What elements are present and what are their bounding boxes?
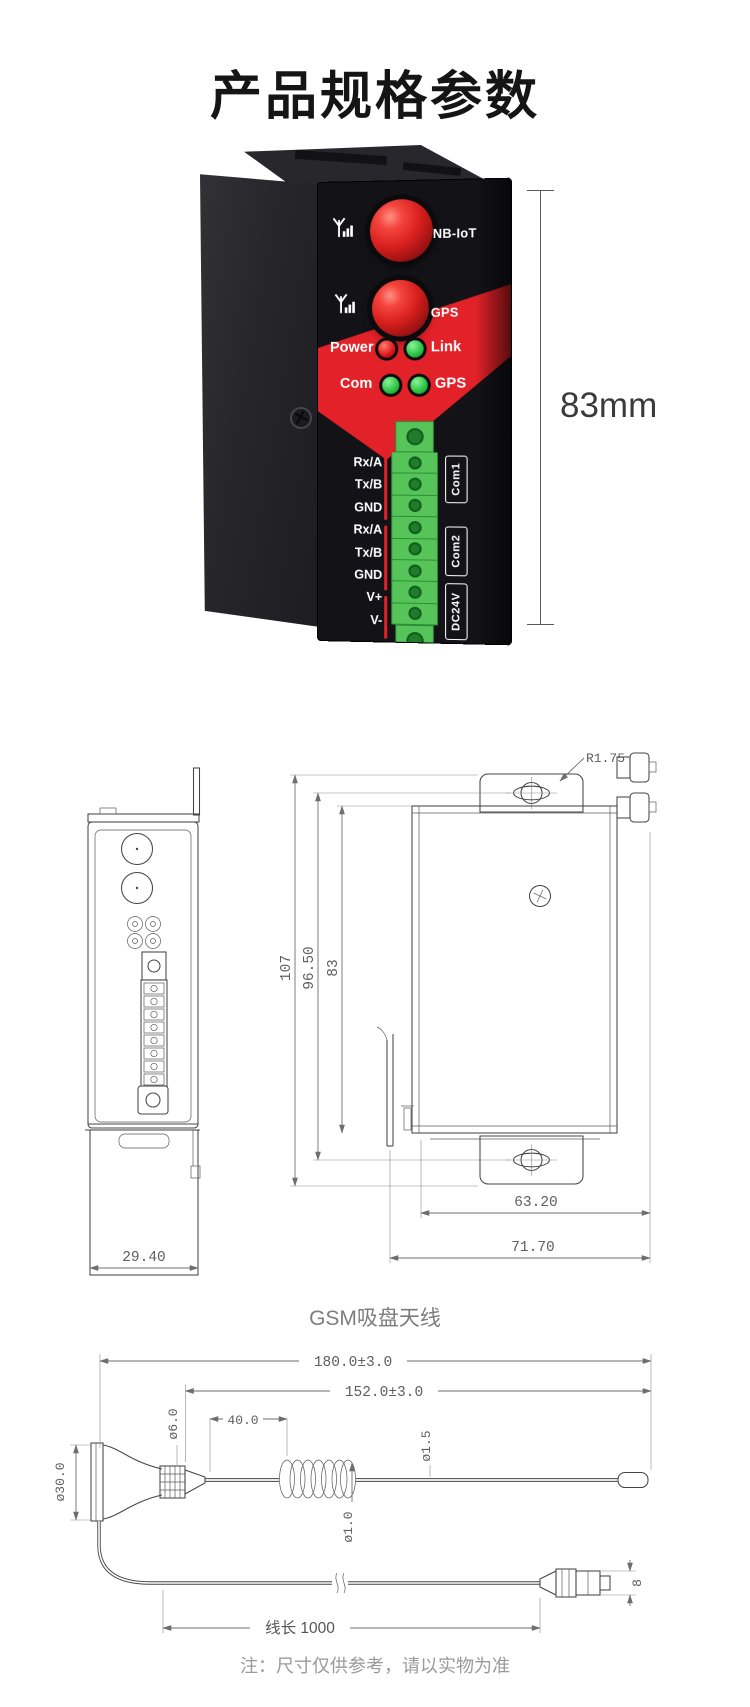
coil-spring — [279, 1459, 356, 1499]
terminal-group-bar — [384, 525, 388, 591]
whip-length-dim: 152.0±3.0 — [345, 1385, 423, 1401]
device-front-panel: NB-IoT GPS Power Link Com GPS — [317, 177, 512, 646]
link-led-label: Link — [430, 338, 462, 356]
antenna-signal-icon — [334, 292, 355, 314]
terminal-cell — [391, 495, 438, 518]
dc24v-group-label: DC24V — [445, 583, 468, 641]
whip-diameter-dim: ø1.5 — [419, 1430, 434, 1461]
antenna-dimensions: 180.0±3.0 152.0±3.0 40.0 ø6.0 ø1.5 ø1.0 … — [53, 1353, 652, 1637]
lead-length-dim: 40.0 — [227, 1413, 258, 1428]
gps-antenna-cap — [372, 279, 429, 337]
nbiot-port-label: NB-IoT — [432, 226, 477, 242]
power-led — [378, 340, 396, 358]
corner-radius-label: R1.75 — [586, 751, 625, 766]
terminal-group-bar — [384, 455, 388, 520]
terminal-cell — [391, 603, 438, 626]
footnote: 注：尺寸仅供参考，请以实物为准 — [240, 1656, 510, 1676]
gps-port-label: GPS — [430, 305, 459, 320]
overall-height-dim: 107 — [279, 955, 295, 981]
gps-led-label: GPS — [434, 375, 467, 392]
body-height-dim: 83 — [326, 959, 342, 976]
terminal-cell — [391, 581, 438, 604]
terminal-block-ear — [395, 624, 434, 646]
terminal-cell — [391, 473, 438, 496]
terminal-label: V+ — [366, 590, 383, 605]
overall-length-dim: 180.0±3.0 — [314, 1355, 392, 1371]
terminal-label: GND — [354, 500, 383, 515]
cable-length-dim: 线长 1000 — [265, 1619, 335, 1637]
body-width-dim: 63.20 — [514, 1195, 558, 1211]
terminal-group-bar — [384, 596, 388, 639]
screw-icon — [286, 403, 316, 433]
com2-group-label: Com2 — [445, 526, 468, 577]
coil-wire-diameter-dim: ø1.0 — [341, 1511, 356, 1542]
overall-width-dim: 71.70 — [511, 1240, 555, 1256]
terminal-label: V- — [370, 612, 383, 628]
led-holes — [127, 916, 161, 949]
com-led-label: Com — [339, 375, 373, 392]
connector-size-dim: 8 — [630, 1579, 645, 1587]
page-title: 产品规格参数 — [209, 68, 540, 126]
terminal-label: Tx/B — [354, 477, 383, 492]
terminal-cell — [391, 538, 438, 561]
front-view: R1.75 — [279, 751, 657, 1263]
din-clip — [376, 1026, 414, 1147]
terminal-block-ear — [395, 421, 434, 453]
terminal-strip — [137, 951, 169, 1115]
com-led — [382, 376, 400, 394]
height-dimension-label: 83mm — [560, 386, 658, 425]
antenna-section-title: GSM吸盘天线 — [309, 1307, 441, 1330]
antenna-connector-stubs — [616, 752, 657, 823]
gps-led — [410, 376, 428, 394]
antenna-drawing: 180.0±3.0 152.0±3.0 40.0 ø6.0 ø1.5 ø1.0 … — [53, 1353, 652, 1637]
device-render: NB-IoT GPS Power Link Com GPS — [200, 145, 520, 646]
ferrule-diameter-dim: ø6.0 — [166, 1408, 181, 1439]
nbiot-antenna-cap — [370, 198, 433, 263]
terminal-label: GND — [354, 567, 383, 583]
device-side-face — [200, 174, 320, 627]
side-view: 29.40 — [85, 767, 201, 1276]
sma-connector — [539, 1568, 611, 1598]
panel-screw-icon — [528, 884, 552, 908]
rail-height-dim: 96.50 — [302, 946, 318, 990]
terminal-label: Rx/A — [353, 522, 383, 537]
panel-edge-shade — [475, 178, 511, 645]
terminal-cell — [391, 560, 438, 583]
terminal-label: Tx/B — [354, 545, 383, 560]
terminal-cell — [391, 452, 438, 475]
power-led-label: Power — [329, 339, 374, 356]
terminal-cell — [391, 516, 438, 540]
com1-group-label: Com1 — [445, 455, 468, 504]
link-led — [406, 340, 424, 358]
antenna-whip — [205, 1459, 649, 1499]
depth-dim-label: 29.40 — [122, 1250, 166, 1266]
green-terminal-block — [391, 421, 438, 646]
base-diameter-dim: ø30.0 — [53, 1462, 68, 1501]
antenna-cable — [97, 1521, 611, 1598]
antenna-signal-icon — [332, 217, 353, 237]
terminal-label: Rx/A — [353, 455, 383, 470]
suction-cup-base — [90, 1442, 206, 1522]
dimension-drawing: 29.40 R1.75 — [85, 751, 657, 1276]
terminal-label-column: Rx/A Tx/B GND Rx/A Tx/B GND V+ V- — [324, 451, 383, 631]
vent-slot — [402, 161, 462, 177]
height-dimension-line — [540, 190, 541, 625]
vent-slot — [294, 149, 388, 166]
